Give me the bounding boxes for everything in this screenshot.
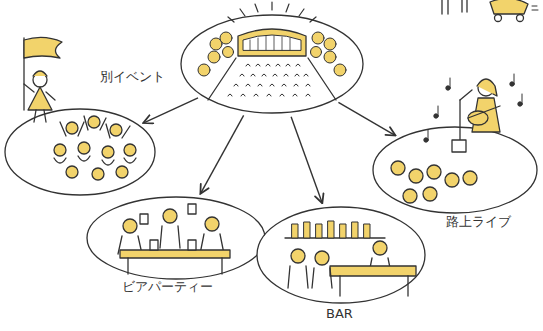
oval-outline [372,126,538,214]
scene-label: ビアパーティー [122,280,213,294]
flow-arrow [143,98,198,123]
oval-shape [257,207,425,303]
scene-oval: ビアパーティー [86,196,266,280]
flow-arrow [200,115,243,193]
flow-arrow [291,117,322,203]
oval-shape [373,127,537,213]
oval-outline [180,14,364,114]
scene-label: 路上ライブ [446,215,511,229]
oval-shape [181,15,363,113]
oval-outline [86,196,266,280]
scene-label: BAR [326,307,353,321]
passers-by [442,0,538,21]
oval-outline [256,206,426,304]
scene-label: 別イベント [100,70,165,84]
oval-shape [5,109,155,195]
scene-oval: BAR [256,206,426,304]
scene-oval: 路上ライブ [372,126,538,214]
scene-oval: 別イベント [4,108,156,196]
oval-shape [87,197,265,279]
venue-oval [180,14,364,114]
oval-outline [4,108,156,196]
flow-arrow [338,102,395,135]
